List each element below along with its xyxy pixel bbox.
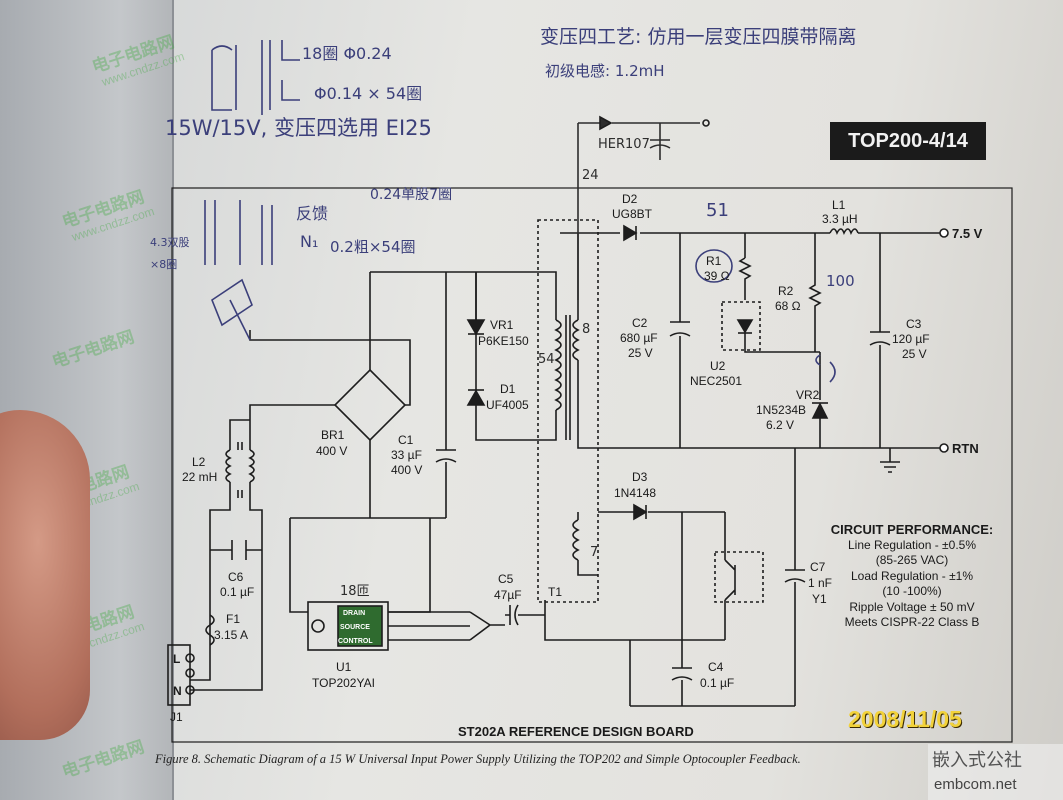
r2-ref: R2 xyxy=(778,284,794,298)
site-logo-cn: 嵌入式公社 xyxy=(932,750,1022,770)
j1-ref: J1 xyxy=(170,710,183,724)
c1-voltage: 400 V xyxy=(391,463,423,477)
vr2-ref: VR2 xyxy=(796,388,820,402)
c2-value: 680 µF xyxy=(620,331,658,345)
note-8-turns: 8 xyxy=(582,322,591,337)
c7-class: Y1 xyxy=(812,592,827,606)
vr2-voltage: 6.2 V xyxy=(766,418,795,432)
performance-line: Ripple Voltage ± 50 mV xyxy=(849,599,975,614)
note-54-turns: 54 xyxy=(538,352,555,367)
output-rtn-label: RTN xyxy=(952,441,979,456)
c7-ref: C7 xyxy=(810,560,826,574)
note-primary-inductance: 初级电感: 1.2mH xyxy=(545,62,665,80)
d3-part: 1N4148 xyxy=(614,486,657,500)
performance-line: (10 -100%) xyxy=(882,584,942,598)
c6-ref: C6 xyxy=(228,570,244,584)
f1-value: 3.15 A xyxy=(214,628,249,642)
performance-line: (85-265 VAC) xyxy=(875,553,949,567)
note-turns-top: 18圈 Φ0.24 xyxy=(302,44,392,63)
note-51: 51 xyxy=(706,200,729,221)
u1-part: TOP202YAI xyxy=(312,676,375,690)
r1-ref: R1 xyxy=(706,254,722,268)
c3-voltage: 25 V xyxy=(902,347,927,361)
j1-pin-n: N xyxy=(173,684,182,698)
vr2-part: 1N5234B xyxy=(756,403,807,417)
note-24-turns: 24 xyxy=(582,168,599,183)
note-n1-winding: 0.2粗×54圈 xyxy=(330,238,416,256)
l1-ref: L1 xyxy=(832,198,846,212)
c1-ref: C1 xyxy=(398,433,414,447)
l1-value: 3.3 µH xyxy=(822,212,858,226)
note-7-turns: 7 xyxy=(590,545,599,560)
site-logo-background xyxy=(928,744,1063,800)
note-transformer-process: 变压四工艺: 仿用一层变压四膜带隔离 xyxy=(540,26,857,48)
note-18-turns: 18匝 xyxy=(340,584,370,599)
t1-ref: T1 xyxy=(548,585,563,599)
note-spec: 15W/15V, 变压四选用 EI25 xyxy=(165,116,432,140)
r1-value: 39 Ω xyxy=(704,269,730,283)
u2-ref: U2 xyxy=(710,359,726,373)
finger xyxy=(0,410,90,740)
c2-voltage: 25 V xyxy=(628,346,653,360)
performance-line: Load Regulation - ±1% xyxy=(851,568,973,583)
c3-ref: C3 xyxy=(906,317,922,331)
c7-value: 1 nF xyxy=(808,576,833,590)
j1-pin-l: L xyxy=(173,652,181,666)
figure-caption: Figure 8. Schematic Diagram of a 15 W Un… xyxy=(155,752,801,766)
f1-ref: F1 xyxy=(226,612,241,626)
d2-ref: D2 xyxy=(622,192,638,206)
c5-ref: C5 xyxy=(498,572,514,586)
l2-ref: L2 xyxy=(192,455,206,469)
note-side: 4.3双股 xyxy=(150,236,190,249)
vr1-ref: VR1 xyxy=(490,318,514,332)
note-side-turns: ×8圈 xyxy=(150,258,178,271)
performance-heading: CIRCUIT PERFORMANCE: xyxy=(830,522,994,537)
performance-line: Meets CISPR-22 Class B xyxy=(844,615,980,629)
note-her-diode: HER107 xyxy=(598,137,650,152)
u1-pin-source: SOURCE xyxy=(340,624,370,631)
note-turns-bottom: Φ0.14 × 54圈 xyxy=(314,84,423,103)
c5-value: 47µF xyxy=(494,588,522,602)
br1-ref: BR1 xyxy=(321,428,345,442)
c4-value: 0.1 µF xyxy=(700,676,735,690)
note-feedback: 反馈 xyxy=(296,204,329,223)
u1-pin-control: CONTROL xyxy=(338,638,373,645)
r2-value: 68 Ω xyxy=(775,299,801,313)
c4-ref: C4 xyxy=(708,660,724,674)
u1-pin-drain: DRAIN xyxy=(343,610,366,617)
d2-part: UG8BT xyxy=(612,207,653,221)
u2-part: NEC2501 xyxy=(690,374,743,388)
d1-ref: D1 xyxy=(500,382,516,396)
note-n1-label: N₁ xyxy=(300,232,319,251)
vr1-part: P6KE150 xyxy=(478,334,529,348)
circuit-performance: CIRCUIT PERFORMANCE: Line Regulation - ±… xyxy=(812,522,1012,631)
note-100: 100 xyxy=(826,272,855,290)
d1-part: UF4005 xyxy=(486,398,529,412)
c3-value: 120 µF xyxy=(892,332,930,346)
c6-value: 0.1 µF xyxy=(220,585,255,599)
u1-ref: U1 xyxy=(336,660,352,674)
site-logo-url: embcom.net xyxy=(934,776,1017,793)
note-feedback-winding: 0.24单股7圈 xyxy=(370,187,453,203)
d3-ref: D3 xyxy=(632,470,648,484)
br1-value: 400 V xyxy=(316,444,348,458)
performance-line: Line Regulation - ±0.5% xyxy=(848,537,976,552)
l2-value: 22 mH xyxy=(182,470,218,484)
output-7v5-label: 7.5 V xyxy=(952,226,983,241)
board-name: ST202A REFERENCE DESIGN BOARD xyxy=(458,724,694,739)
date-stamp: 2008/11/05 xyxy=(848,706,962,732)
c1-value: 33 µF xyxy=(391,448,422,462)
c2-ref: C2 xyxy=(632,316,648,330)
title-badge: TOP200-4/14 xyxy=(830,122,986,160)
